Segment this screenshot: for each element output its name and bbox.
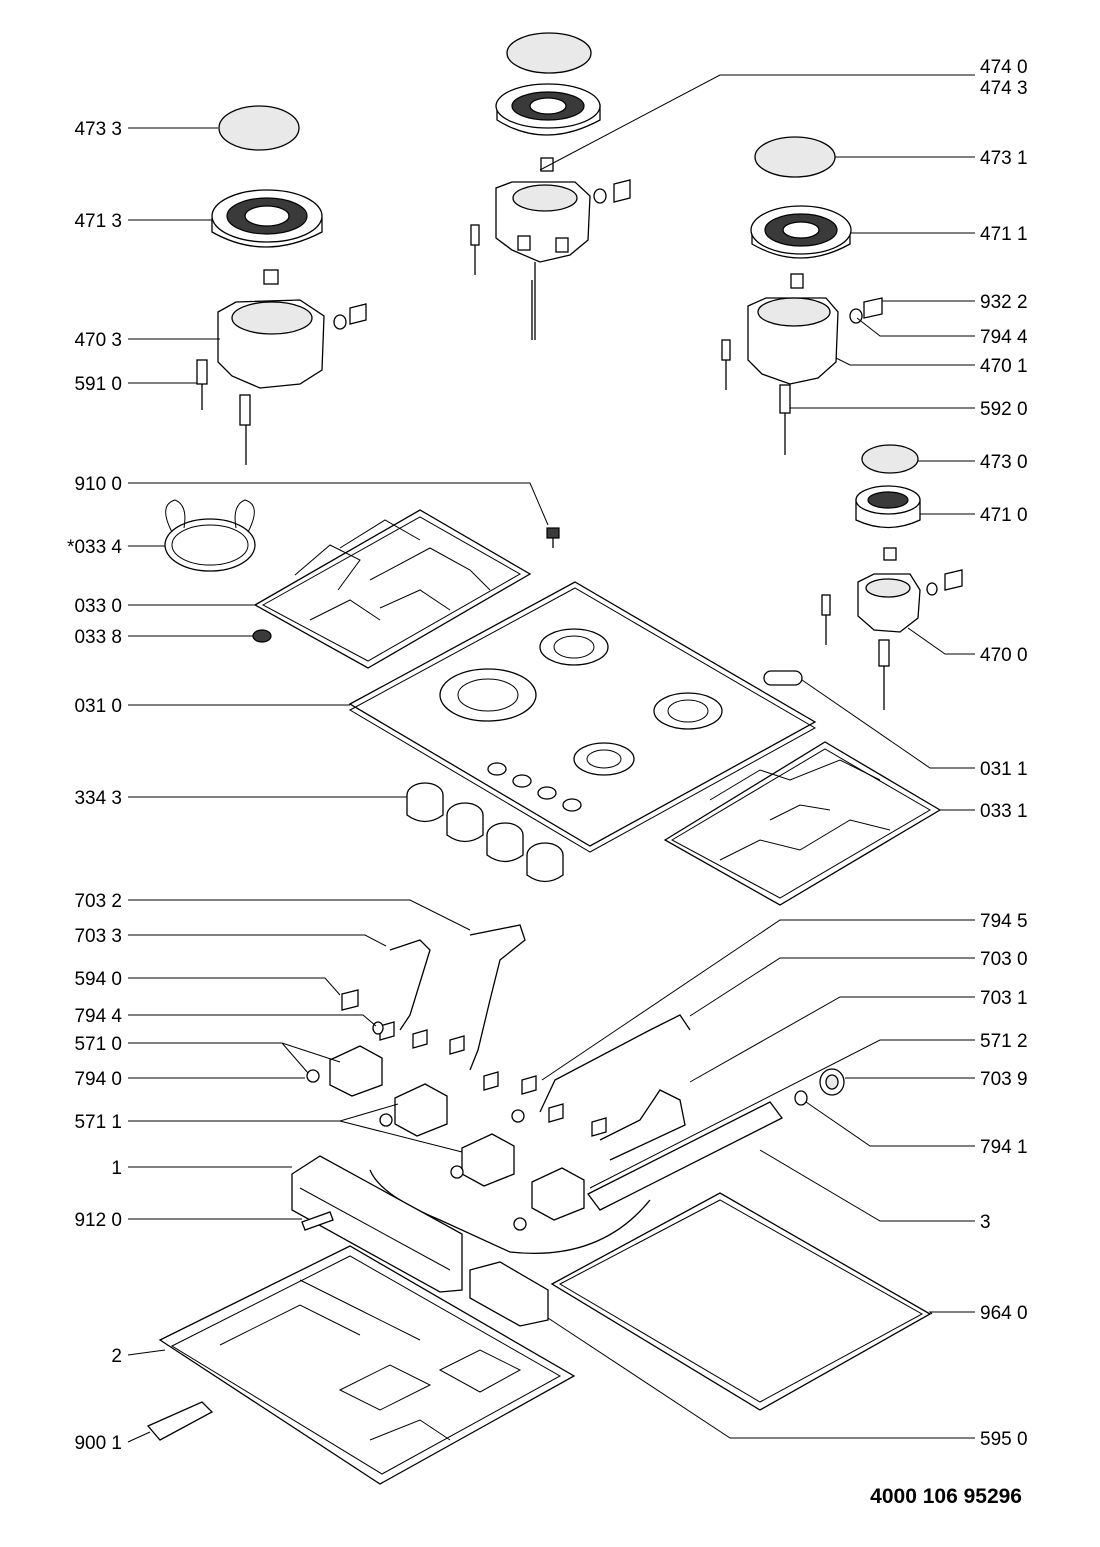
hob-top-plate (348, 581, 817, 853)
label-910-0: 910 0 (74, 474, 122, 495)
pan-support-left (253, 509, 532, 669)
label-033-4: *033 4 (67, 537, 122, 558)
right-labels: 474 0 474 3 473 1 471 1 932 2 794 4 470 … (980, 57, 1028, 1450)
leader-lines (127, 74, 975, 1443)
burner-body-right (747, 297, 839, 455)
label-703-3: 703 3 (74, 926, 122, 947)
label-474-0: 474 0 (980, 57, 1028, 78)
label-794-1: 794 1 (980, 1137, 1028, 1158)
injector-small (883, 547, 897, 561)
base-tray (158, 1245, 576, 1485)
label-703-0: 703 0 (980, 949, 1028, 970)
label-470-3: 470 3 (74, 330, 122, 351)
switch-bar (291, 1155, 463, 1293)
label-031-0: 031 0 (74, 696, 122, 717)
hob-plug (763, 670, 803, 686)
gas-valves (329, 1045, 585, 1221)
label-031-1: 031 1 (980, 759, 1028, 780)
control-knobs (406, 782, 564, 883)
label-571-1: 571 1 (74, 1112, 122, 1133)
burner-body-left (217, 299, 325, 465)
thermocouple-top-center (470, 224, 480, 275)
label-964-0: 964 0 (980, 1303, 1028, 1324)
label-594-0: 594 0 (74, 969, 122, 990)
label-470-0: 470 0 (980, 645, 1028, 666)
label-900-1: 900 1 (74, 1433, 122, 1454)
burner-cap-top-center (506, 32, 592, 74)
label-470-1: 470 1 (980, 356, 1028, 377)
seals (306, 1021, 808, 1231)
injector-left (263, 269, 279, 285)
rubber-foot (252, 629, 272, 643)
fixing-bracket (146, 1401, 214, 1441)
left-labels: 473 3 471 3 470 3 591 0 910 0 *033 4 033… (67, 119, 122, 1454)
wok-support-ring (164, 499, 256, 572)
clip-top-center (593, 179, 631, 204)
label-912-0: 912 0 (74, 1210, 122, 1231)
screw-910 (546, 527, 560, 548)
clip-small (926, 569, 963, 596)
burner-head-top-center (495, 83, 601, 136)
label-033-8: 033 8 (74, 627, 122, 648)
label-794-4-left: 794 4 (74, 1006, 122, 1027)
clip-left (333, 303, 367, 330)
label-473-3: 473 3 (74, 119, 122, 140)
burner-cap-right (754, 136, 836, 178)
label-473-1: 473 1 (980, 148, 1028, 169)
label-471-3: 471 3 (74, 211, 122, 232)
label-1: 1 (111, 1158, 122, 1179)
label-794-4-right: 794 4 (980, 327, 1028, 348)
label-703-9: 703 9 (980, 1069, 1028, 1090)
burner-body-top-center (495, 181, 591, 340)
label-571-2: 571 2 (980, 1031, 1028, 1052)
burner-cap-small (861, 444, 919, 474)
document-number: 4000 106 95296 (870, 1485, 1022, 1508)
label-471-1: 471 1 (980, 224, 1028, 245)
label-3: 3 (980, 1212, 991, 1233)
thermocouple-small (821, 594, 831, 645)
label-033-0: 033 0 (74, 596, 122, 617)
thermocouple-right (721, 339, 731, 390)
burner-head-small (855, 485, 921, 529)
label-2: 2 (111, 1346, 122, 1367)
label-595-0: 595 0 (980, 1429, 1028, 1450)
label-591-0: 591 0 (74, 374, 122, 395)
gas-supply-pipe (587, 1101, 783, 1211)
burner-body-small (857, 573, 921, 710)
screw-912 (301, 1211, 334, 1231)
label-334-3: 334 3 (74, 788, 122, 809)
clip-right (849, 297, 883, 324)
label-703-1: 703 1 (980, 988, 1028, 1009)
burner-head-left (211, 189, 323, 248)
label-794-0: 794 0 (74, 1069, 122, 1090)
gas-tubes (369, 924, 691, 1255)
label-571-0: 571 0 (74, 1034, 122, 1055)
label-033-1: 033 1 (980, 801, 1028, 822)
label-471-0: 471 0 (980, 505, 1028, 526)
burner-cap-left (218, 105, 300, 151)
label-703-2: 703 2 (74, 891, 122, 912)
hob-seal-gasket (550, 1192, 932, 1411)
label-474-3: 474 3 (980, 78, 1028, 99)
label-932-2: 932 2 (980, 292, 1028, 313)
label-592-0: 592 0 (980, 399, 1028, 420)
gas-inlet-fitting (819, 1068, 845, 1096)
label-473-0: 473 0 (980, 452, 1028, 473)
thermocouple-left (196, 359, 208, 410)
burner-head-right (750, 205, 852, 259)
ignition-generator (469, 1261, 549, 1327)
label-794-5: 794 5 (980, 911, 1028, 932)
injector-right (790, 273, 804, 289)
valve-thermo-clips (341, 989, 607, 1137)
